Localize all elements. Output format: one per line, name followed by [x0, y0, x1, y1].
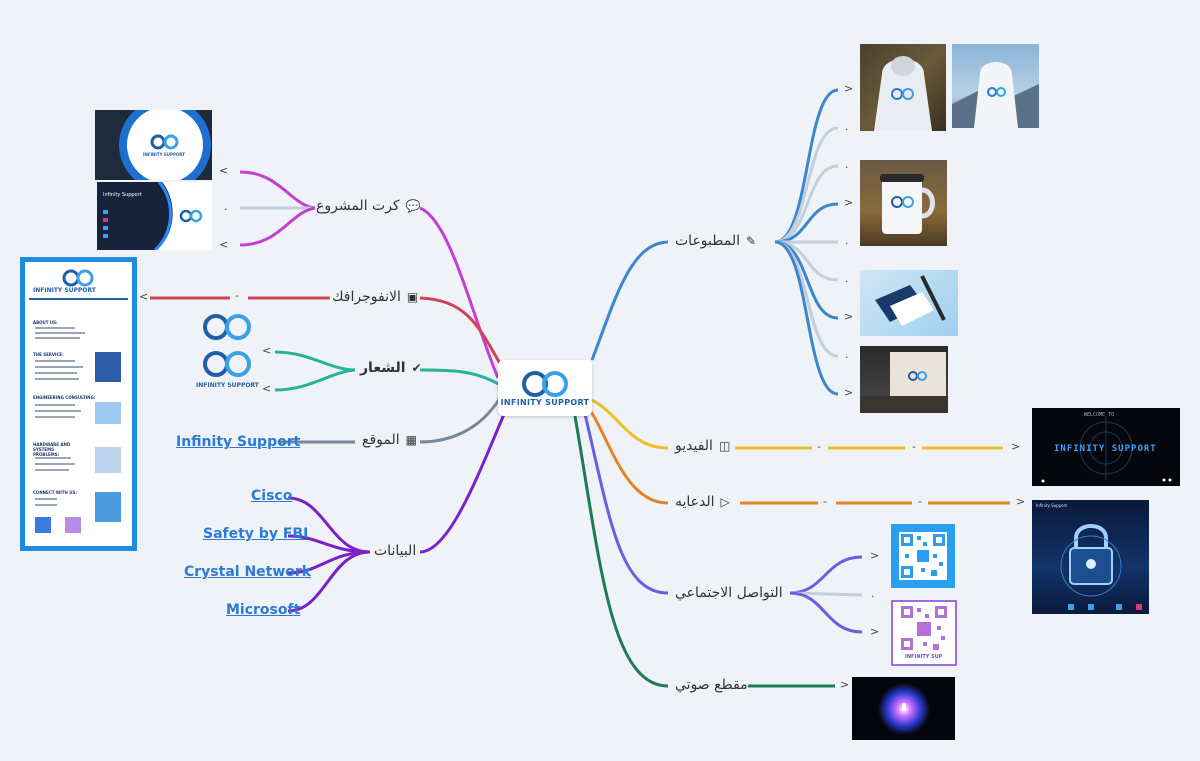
twitter-qr-code[interactable]	[891, 524, 955, 588]
marker-dot: .	[845, 158, 849, 171]
connector-video	[591, 398, 669, 450]
marker-dash: -	[918, 495, 922, 508]
branch-infographic[interactable]: ▣ الانفوجرافك	[332, 289, 419, 305]
link-infinity-support[interactable]: Infinity Support	[176, 434, 301, 450]
branch-logo[interactable]: ✔ الشعار	[360, 360, 422, 376]
marker-lt: <	[219, 164, 229, 177]
root-label: INFINITY SUPPORT	[500, 397, 590, 407]
connector-audio	[573, 415, 669, 688]
connector-ad	[588, 409, 669, 505]
marker-gt: >	[844, 82, 854, 95]
link-crystal-network[interactable]: Crystal Network	[184, 564, 312, 580]
marker-gt: >	[844, 386, 854, 399]
marker-dash: -	[817, 440, 821, 453]
branch-data[interactable]: البيانات	[374, 543, 417, 559]
ad-poster-image[interactable]: Infinity Support	[1032, 500, 1149, 614]
marker-dot: .	[224, 200, 228, 213]
marker-dash: -	[912, 440, 916, 453]
business-cards-pen-photo[interactable]	[860, 270, 958, 336]
marker-dot: .	[871, 587, 875, 600]
infinity-logo-icon	[522, 370, 568, 397]
branch-project-card[interactable]: 💬 كرت المشروع	[316, 198, 421, 214]
marker-gt: >	[1011, 440, 1021, 453]
marker-lt: <	[139, 290, 149, 303]
business-card-front-image[interactable]: INFINITY SUPPORT	[95, 110, 212, 180]
audio-clip-image[interactable]	[852, 677, 955, 740]
branch-prints[interactable]: ✎ المطبوعات	[675, 233, 757, 249]
link-cisco[interactable]: Cisco	[251, 488, 293, 504]
hoodie-photo-1[interactable]	[860, 44, 946, 131]
link-microsoft[interactable]: Microsoft	[226, 602, 301, 618]
marker-dot: .	[845, 272, 849, 285]
connector-social	[583, 413, 669, 595]
video-thumbnail[interactable]: WELCOME TO INFINITY SUPPORT	[1032, 408, 1180, 486]
marker-dot: .	[845, 348, 849, 361]
connector-infographic	[419, 296, 507, 373]
logo-image-with-text[interactable]: INFINITY SUPPORT	[196, 348, 260, 394]
pencil-icon: ✎	[746, 234, 757, 248]
document-icon: ▣	[406, 290, 419, 304]
connector-data	[419, 411, 507, 554]
marker-lt: <	[219, 238, 229, 251]
marker-dash: -	[235, 289, 239, 302]
connector-prints	[590, 240, 669, 361]
branded-bag-photo[interactable]	[860, 346, 948, 413]
logo-image-small[interactable]	[198, 312, 258, 342]
marker-gt: >	[870, 549, 880, 562]
marker-lt: <	[262, 382, 272, 395]
connector-project-card	[419, 206, 500, 379]
branch-website[interactable]: ▦ الموقع	[362, 432, 417, 448]
marker-gt: >	[840, 678, 850, 691]
marker-gt: >	[844, 196, 854, 209]
marker-dash: -	[823, 495, 827, 508]
marker-gt: >	[844, 310, 854, 323]
marker-lt: <	[262, 344, 272, 357]
business-card-back-image[interactable]: Infinity Support	[97, 182, 212, 250]
marker-dot: .	[845, 120, 849, 133]
mug-photo[interactable]	[860, 160, 947, 246]
branch-social[interactable]: التواصل الاجتماعي	[675, 585, 783, 601]
chat-bubbles-icon: 💬	[405, 199, 421, 213]
presenter-icon: ◫	[718, 439, 731, 453]
play-icon: ▷	[720, 495, 730, 509]
check-circle-icon: ✔	[411, 361, 422, 375]
branch-audio[interactable]: مقطع صوتي	[675, 677, 748, 693]
connector-website	[419, 397, 502, 444]
layout-icon: ▦	[405, 433, 417, 447]
instagram-qr-code[interactable]: INFINITY SUP	[891, 600, 957, 666]
hoodie-photo-2[interactable]	[952, 44, 1039, 128]
branch-video[interactable]: ◫ الفيديو	[675, 438, 731, 454]
root-node[interactable]: INFINITY SUPPORT	[498, 360, 592, 416]
connector-logo	[419, 368, 501, 387]
marker-gt: >	[870, 625, 880, 638]
infographic-image[interactable]: INFINITY SUPPORT ABOUT US: THE SERVICE: …	[20, 257, 137, 551]
branch-ad[interactable]: ▷ الدعايه	[675, 494, 730, 510]
link-safety-by-fbi[interactable]: Safety by FBI	[203, 526, 309, 542]
marker-dot: .	[845, 234, 849, 247]
marker-gt: >	[1016, 495, 1026, 508]
